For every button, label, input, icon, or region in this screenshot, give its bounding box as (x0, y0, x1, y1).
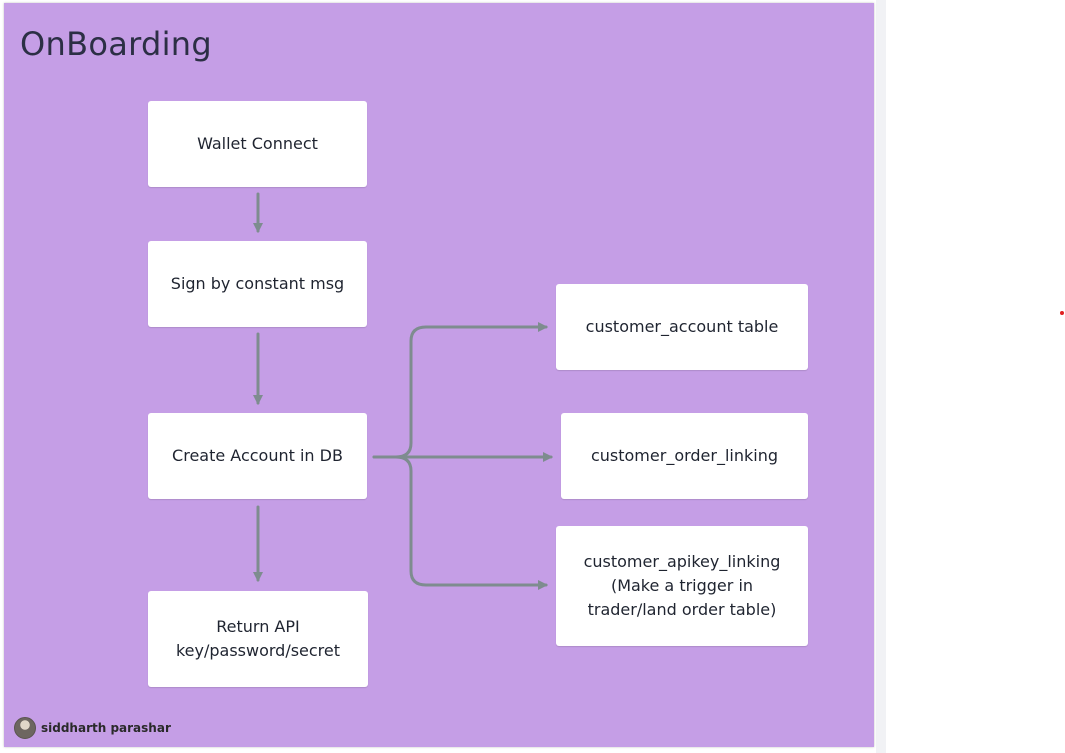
frame-title: OnBoarding (20, 25, 212, 63)
node-wallet-connect[interactable]: Wallet Connect (148, 101, 367, 187)
connector-layer (253, 192, 553, 590)
cursor-dot (1060, 311, 1064, 315)
author-name: siddharth parashar (41, 721, 171, 735)
onboarding-frame[interactable]: OnBoarding Wallet Connect Sign by consta… (4, 3, 874, 747)
canvas-scroll-edge (876, 0, 886, 753)
node-return-api-key[interactable]: Return API key/password/secret (148, 591, 368, 687)
arrow-create-to-customer-apikey (394, 455, 548, 590)
author-tag[interactable]: siddharth parashar (14, 717, 171, 739)
node-customer-order-linking[interactable]: customer_order_linking (561, 413, 808, 499)
avatar (14, 717, 36, 739)
node-create-account-in-db[interactable]: Create Account in DB (148, 413, 367, 499)
node-customer-apikey-linking[interactable]: customer_apikey_linking (Make a trigger … (556, 526, 808, 646)
arrow-create-to-customer-account (372, 322, 548, 459)
node-sign-by-constant-msg[interactable]: Sign by constant msg (148, 241, 367, 327)
node-customer-account-table[interactable]: customer_account table (556, 284, 808, 370)
